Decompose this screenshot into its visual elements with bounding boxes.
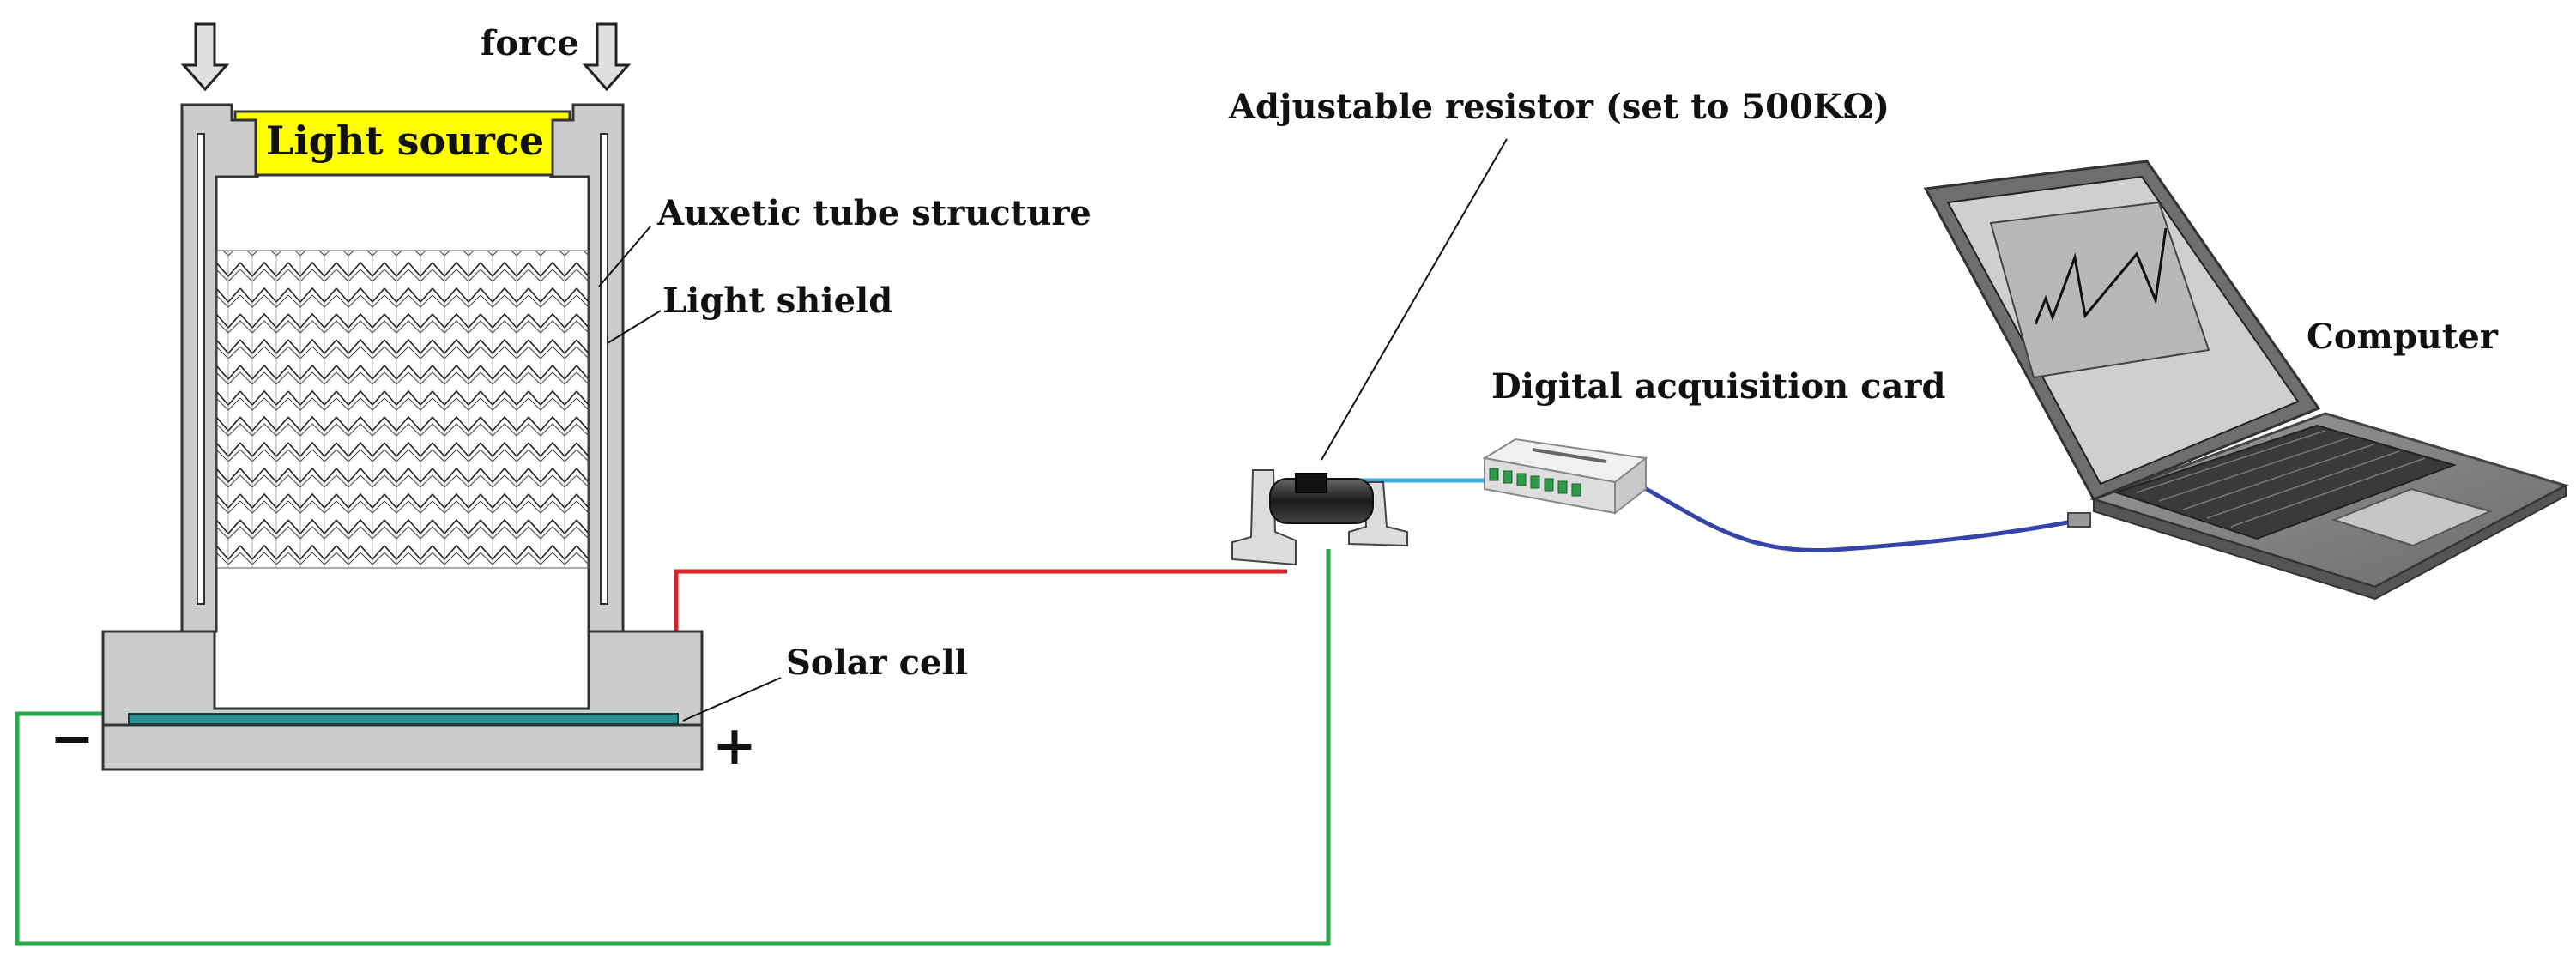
laptop-base-edge <box>2093 484 2567 601</box>
light-shield-right <box>600 133 608 605</box>
leader-auxetic <box>598 226 651 287</box>
label-resistor: Adjustable resistor (set to 500KΩ) <box>1228 87 1890 127</box>
daq-card-ports <box>1489 468 1581 497</box>
resistor-icon <box>1231 138 1508 566</box>
label-plus: + <box>712 714 757 776</box>
label-light-shield: Light shield <box>662 281 892 321</box>
label-daq: Digital acquisition card <box>1491 366 1946 407</box>
usb-plug <box>2067 512 2091 528</box>
base-block <box>101 630 704 727</box>
apparatus <box>101 22 782 771</box>
label-computer: Computer <box>2307 317 2499 357</box>
label-light-source: Light source <box>266 118 544 164</box>
labels: force Light source Auxetic tube structur… <box>50 23 2499 776</box>
label-solar-cell: Solar cell <box>786 643 968 683</box>
laptop-trackpad <box>2331 487 2493 547</box>
auxetic-tube-structure <box>215 250 590 569</box>
laptop-icon <box>1923 160 2569 601</box>
laptop-keyboard <box>2113 424 2458 540</box>
leader-shield <box>607 310 662 344</box>
keyboard-keys <box>2136 430 2426 528</box>
label-minus: − <box>50 707 94 770</box>
bottom-plate <box>101 723 704 771</box>
negative-wire <box>15 549 1331 946</box>
daq-card-label-strip <box>1532 448 1607 463</box>
resistor-slider <box>1295 473 1327 493</box>
light-shield-left <box>197 133 205 605</box>
solar-cell <box>128 713 679 725</box>
label-force: force <box>481 23 579 63</box>
light-source-block <box>233 110 571 177</box>
positive-wire <box>674 569 1287 712</box>
daq-card-icon <box>1482 438 1648 516</box>
screen-display <box>1989 201 2210 379</box>
force-arrow-icon <box>180 22 230 92</box>
force-arrow-icon <box>582 22 632 92</box>
screen-signal-plot <box>2034 227 2168 325</box>
label-auxetic-tube: Auxetic tube structure <box>656 193 1091 233</box>
leader-solar-cell <box>682 677 782 722</box>
usb-cable <box>1642 485 2073 553</box>
leader-resistor <box>1321 138 1508 461</box>
daq-card-side <box>1614 456 1647 516</box>
resistor-bracket-right <box>1348 481 1408 547</box>
